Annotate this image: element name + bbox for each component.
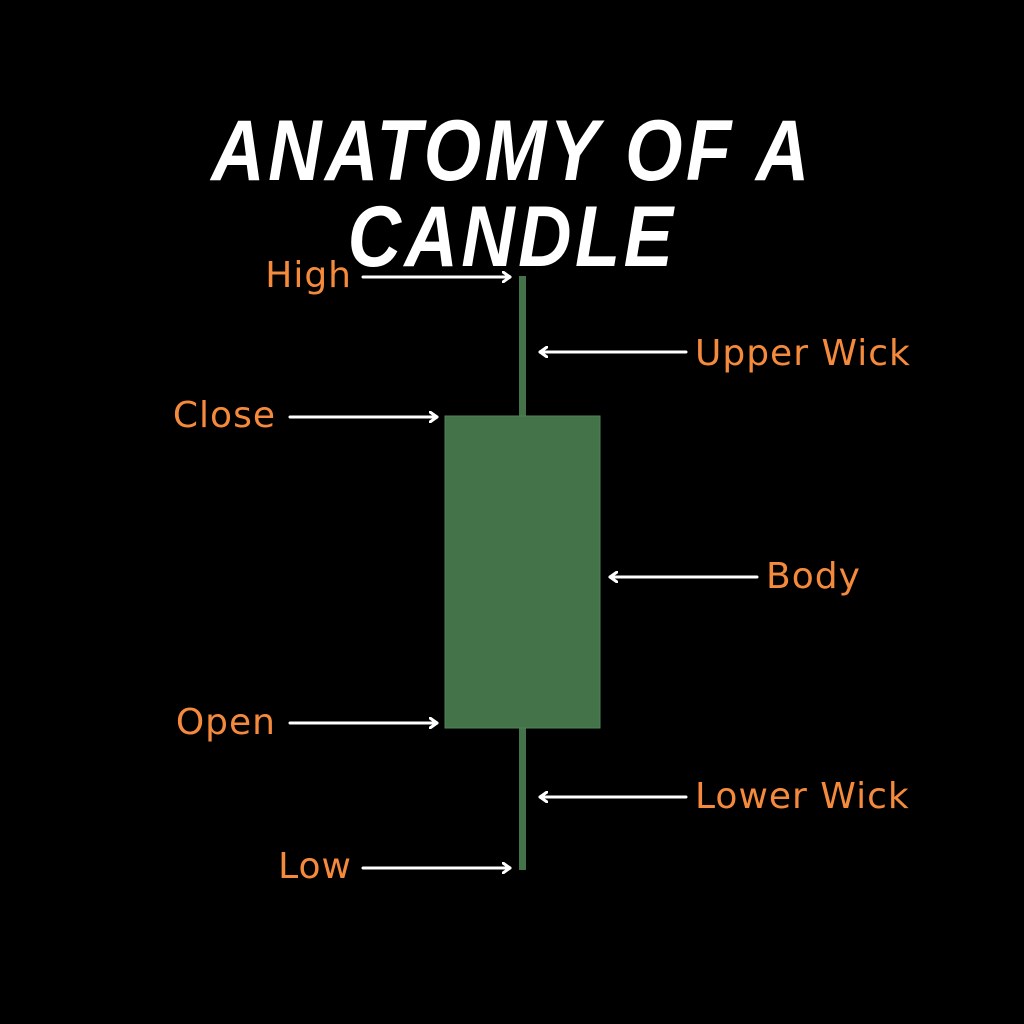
- label-high: High: [265, 255, 352, 296]
- label-open: Open: [175, 702, 276, 743]
- label-upper-wick: Upper Wick: [695, 333, 911, 374]
- diagram-title: ANATOMY OF A CANDLE: [211, 103, 813, 285]
- label-close: Close: [172, 395, 276, 436]
- candle-body: [444, 415, 601, 729]
- label-low: Low: [278, 846, 352, 887]
- label-lower-wick: Lower Wick: [695, 776, 910, 817]
- label-body: Body: [766, 556, 861, 597]
